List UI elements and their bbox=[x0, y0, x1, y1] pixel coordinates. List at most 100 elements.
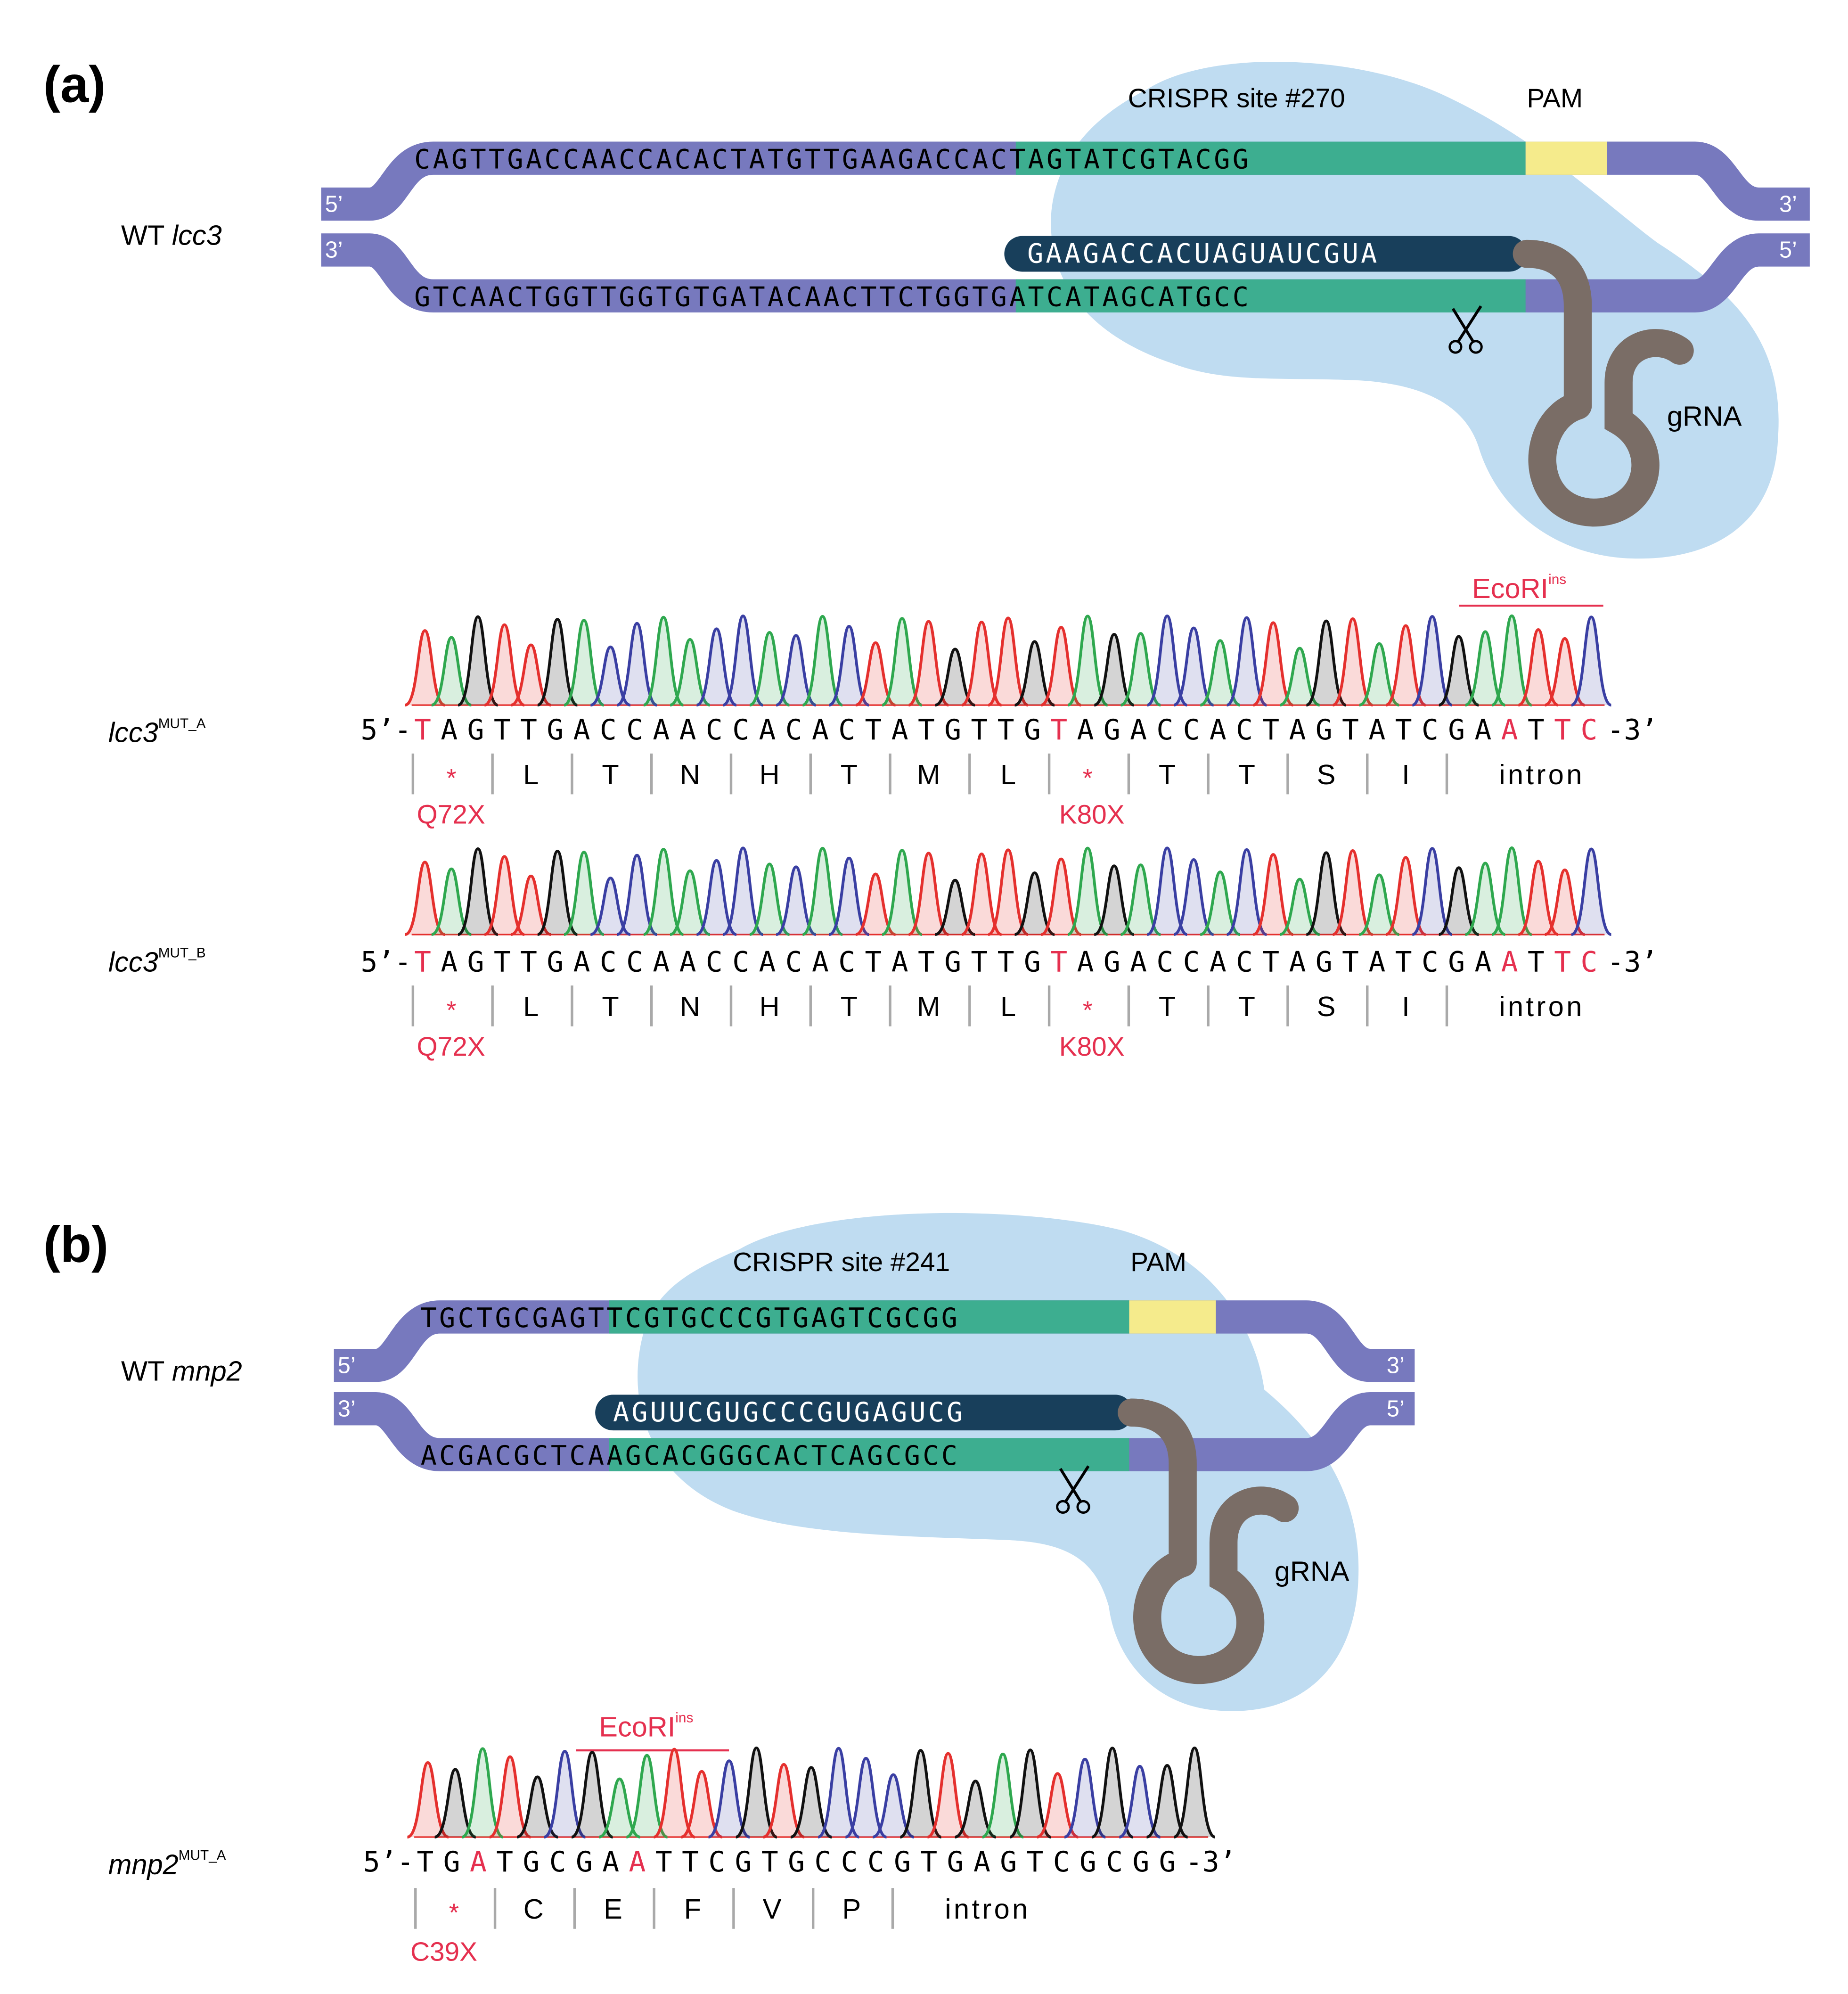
trace-peak-T bbox=[1385, 624, 1426, 707]
base-2: G bbox=[467, 946, 484, 978]
base-16: C bbox=[841, 1846, 858, 1879]
base-9: A bbox=[653, 714, 670, 747]
base-38: C bbox=[1422, 946, 1439, 978]
base-13: T bbox=[761, 1846, 778, 1879]
trace-peak-A bbox=[882, 849, 923, 936]
amino-acid: M bbox=[917, 759, 940, 790]
trace-peak-T bbox=[988, 616, 1029, 707]
amino-acid: E bbox=[604, 1893, 622, 1925]
trace-peak-C bbox=[1412, 847, 1453, 936]
trace-peak-G bbox=[1438, 635, 1480, 707]
base-8: C bbox=[626, 714, 643, 747]
ecori-label: EcoRIins bbox=[1472, 572, 1566, 604]
target-top-box bbox=[609, 1300, 1129, 1334]
base-2: A bbox=[470, 1846, 487, 1879]
base-43: T bbox=[1554, 714, 1571, 747]
chromatogram bbox=[404, 846, 1612, 936]
base-27: A bbox=[1130, 714, 1147, 747]
amino-acid: T bbox=[602, 991, 619, 1022]
base-14: G bbox=[788, 1846, 805, 1879]
base-12: C bbox=[732, 946, 749, 978]
trace-peak-G bbox=[1014, 640, 1055, 707]
trace-peak-A bbox=[1491, 614, 1532, 707]
trace-peak-G bbox=[1173, 1746, 1216, 1838]
grna-spacer-box bbox=[595, 1395, 1133, 1431]
end-label-top-right: 3’ bbox=[1387, 1353, 1405, 1378]
trace-peak-T bbox=[1518, 860, 1559, 936]
base-39: G bbox=[1448, 946, 1465, 978]
base-26: G bbox=[1104, 714, 1120, 747]
trace-peak-A bbox=[564, 851, 605, 936]
base-6: A bbox=[573, 714, 590, 747]
trace-peak-A bbox=[670, 869, 711, 936]
trace-peak-C bbox=[872, 1773, 915, 1838]
base-0: T bbox=[417, 1846, 433, 1879]
bottom-sequence: ACGACGCTCAAGCACGGGCACTCAGCGCC bbox=[421, 1440, 960, 1471]
panel-letter: (a) bbox=[43, 56, 106, 113]
base-21: T bbox=[971, 946, 988, 978]
trace-peak-A bbox=[1120, 632, 1161, 707]
base-6: G bbox=[576, 1846, 593, 1879]
trace-peak-C bbox=[722, 615, 764, 707]
base-4: T bbox=[520, 946, 537, 978]
base-15: C bbox=[814, 1846, 831, 1879]
base-20: G bbox=[944, 946, 961, 978]
ecori-label: EcoRIins bbox=[599, 1710, 693, 1743]
base-11: C bbox=[706, 714, 723, 747]
grna-spacer-sequence: GAAGACCACUAGUAUCGUA bbox=[1027, 238, 1379, 270]
base-25: G bbox=[1079, 1846, 1096, 1879]
base-27: A bbox=[1130, 946, 1147, 978]
end-label-bottom-right: 5’ bbox=[1779, 238, 1797, 263]
top-sequence: CAGTTGACCAACCACACTATGTTGAAGACCACTAGTATCG… bbox=[414, 144, 1251, 175]
crispr-site-label: CRISPR site #270 bbox=[1128, 84, 1345, 114]
target-bottom-box bbox=[1015, 279, 1526, 313]
base-4: G bbox=[523, 1846, 540, 1879]
base-31: C bbox=[1236, 714, 1253, 747]
base-40: A bbox=[1474, 714, 1491, 747]
trace-peak-T bbox=[908, 620, 949, 707]
trace-peak-C bbox=[1119, 1764, 1161, 1838]
base-8: A bbox=[629, 1846, 646, 1879]
base-12: G bbox=[735, 1846, 752, 1879]
chromatogram bbox=[404, 614, 1612, 707]
base-31: C bbox=[1236, 946, 1253, 978]
pam-label: PAM bbox=[1130, 1247, 1186, 1277]
stop-label-q72x: Q72X bbox=[417, 1032, 485, 1062]
trace-peak-A bbox=[626, 1754, 668, 1838]
intron-label: intron bbox=[945, 1893, 1030, 1925]
trace-peak-A bbox=[643, 615, 684, 707]
grna-label: gRNA bbox=[1667, 401, 1742, 432]
base-37: T bbox=[1395, 946, 1412, 978]
trace-peak-T bbox=[1518, 628, 1559, 707]
trace-peak-A bbox=[802, 615, 843, 707]
base-34: G bbox=[1316, 946, 1333, 978]
base-10: T bbox=[682, 1846, 699, 1879]
amino-acid: P bbox=[842, 1893, 861, 1925]
trace-peak-C bbox=[696, 627, 737, 707]
trace-peak-T bbox=[961, 621, 1002, 707]
trace-peak-G bbox=[537, 850, 578, 936]
base-19: T bbox=[918, 714, 935, 747]
trace-peak-A bbox=[431, 867, 472, 936]
amino-acid: M bbox=[917, 991, 940, 1022]
trace-peak-T bbox=[1037, 1772, 1079, 1838]
trace-peak-G bbox=[457, 615, 499, 707]
scissors-icon bbox=[1448, 305, 1483, 354]
base-41: A bbox=[1501, 714, 1518, 747]
amino-acid: L bbox=[1000, 759, 1016, 790]
trace-peak-A bbox=[598, 1777, 641, 1838]
base-30: A bbox=[1210, 946, 1227, 978]
trace-peak-C bbox=[590, 645, 631, 707]
trace-peak-A bbox=[461, 1747, 504, 1838]
base-26: C bbox=[1106, 1846, 1123, 1879]
base-23: G bbox=[1024, 714, 1041, 747]
base-18: A bbox=[891, 946, 908, 978]
base-13: A bbox=[759, 946, 776, 978]
stop-label-k80x: K80X bbox=[1059, 1032, 1125, 1062]
base-3: T bbox=[494, 946, 511, 978]
grna-spacer-sequence: AGUUCGUGCCCGUGAGUCG bbox=[613, 1397, 965, 1428]
